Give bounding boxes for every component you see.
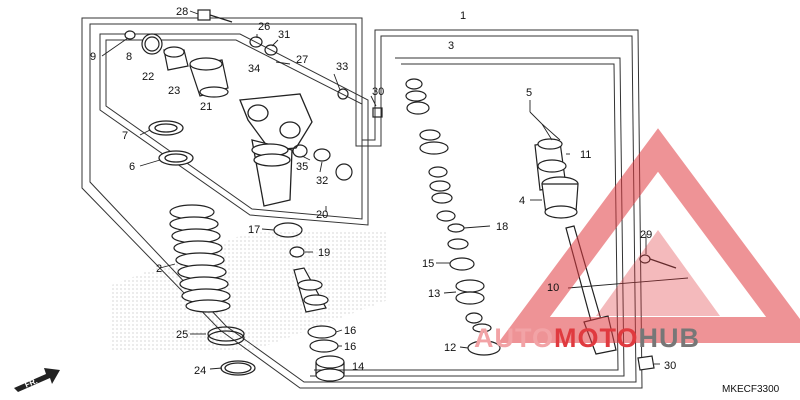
- callout-5: 5: [526, 87, 532, 99]
- callout-13: 13: [428, 288, 440, 300]
- callout-35: 35: [296, 161, 308, 173]
- watermark-suffix: HUB: [639, 323, 701, 353]
- diagram-code: MKECF3300: [722, 384, 780, 395]
- damper-subassembly-outline: [99, 33, 369, 226]
- watermark-middle: MOTO: [554, 323, 639, 353]
- callout-16b: 16: [344, 341, 356, 353]
- callout-30b: 30: [664, 360, 676, 372]
- watermark-prefix: AUTO: [474, 323, 554, 353]
- callout-15: 15: [422, 258, 434, 270]
- callout-2: 2: [156, 263, 162, 275]
- front-direction-arrow: FR.: [14, 368, 60, 392]
- callout-9: 9: [90, 51, 96, 63]
- callout-25: 25: [176, 329, 188, 341]
- reservoir-parts: [124, 30, 229, 98]
- callout-18: 18: [496, 221, 508, 233]
- svg-text:AUTOMOTOHUB: AUTOMOTOHUB: [474, 323, 700, 353]
- adjuster-rings: [148, 120, 194, 166]
- center-column-parts: [405, 78, 501, 356]
- callout-33: 33: [336, 61, 348, 73]
- callout-29: 29: [640, 229, 652, 241]
- callout-10: 10: [547, 282, 559, 294]
- callout-23: 23: [168, 85, 180, 97]
- callout-6: 6: [129, 161, 135, 173]
- callout-12: 12: [444, 342, 456, 354]
- callout-30a: 30: [372, 86, 384, 98]
- callout-7: 7: [122, 130, 128, 142]
- leader-lines: [101, 10, 689, 370]
- bolt-28: [197, 9, 233, 23]
- callout-14: 14: [352, 361, 364, 373]
- callout-16a: 16: [344, 325, 356, 337]
- small-rings: [249, 36, 383, 238]
- lower-rings: [207, 326, 256, 376]
- callout-labels: 1 2 3 4 5 6 7 8 9 10 11 12 13 14 15 16 1…: [90, 6, 676, 377]
- callout-21: 21: [200, 101, 212, 113]
- watermark-triangle: [498, 128, 800, 343]
- callout-27: 27: [296, 54, 308, 66]
- callout-31: 31: [278, 29, 290, 41]
- callout-34: 34: [248, 63, 260, 75]
- front-arrow-label: FR.: [23, 376, 38, 389]
- spring: [169, 204, 231, 313]
- right-column-parts: [534, 138, 579, 219]
- callout-17: 17: [248, 224, 260, 236]
- callout-28: 28: [176, 6, 188, 18]
- damper-body: [239, 93, 313, 207]
- callout-3: 3: [448, 40, 454, 52]
- callout-4: 4: [519, 195, 525, 207]
- callout-19: 19: [318, 247, 330, 259]
- callout-11: 11: [580, 149, 591, 161]
- callout-1: 1: [460, 10, 466, 22]
- callout-8: 8: [126, 51, 132, 63]
- callout-26: 26: [258, 21, 270, 33]
- callout-32: 32: [316, 175, 328, 187]
- callout-22: 22: [142, 71, 154, 83]
- bolt-29-nut-30: [637, 254, 677, 371]
- callout-24: 24: [194, 365, 206, 377]
- callout-20: 20: [316, 209, 328, 221]
